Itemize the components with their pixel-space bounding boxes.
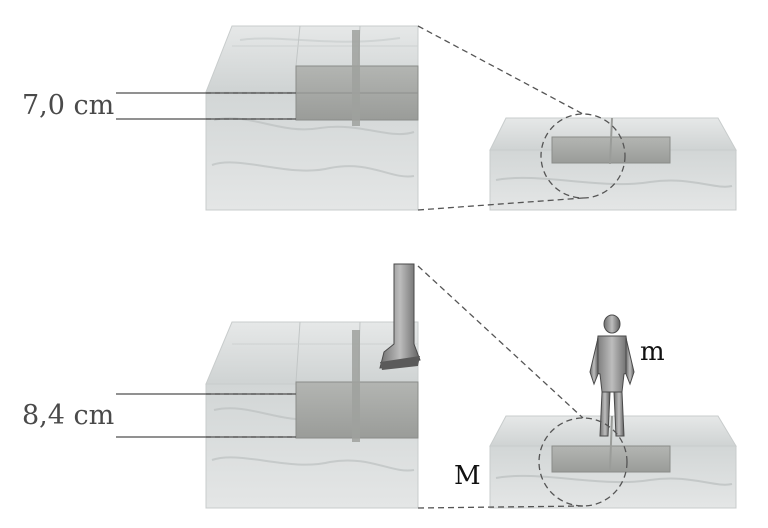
- bottom-zoom-circle: [538, 417, 628, 507]
- top-zoom-connector-upper: [417, 25, 584, 115]
- top-zoom-connector-lower: [417, 197, 584, 211]
- bottom-zoom-connector-upper: [417, 265, 584, 419]
- top-small-ice-slab: [489, 117, 737, 211]
- top-depth-marker: [116, 92, 296, 120]
- bottom-zoom-connector-lower: [417, 505, 584, 509]
- bottom-depth-marker: [116, 393, 296, 438]
- top-depth-label: 7,0 cm: [22, 90, 114, 121]
- bottom-depth-label: 8,4 cm: [22, 400, 114, 431]
- top-submerged-block: [295, 30, 419, 126]
- boot-figure: [379, 263, 421, 370]
- person-mass-label: m: [640, 337, 665, 367]
- bottom-small-ice-slab: [489, 415, 737, 509]
- bottom-panel: 8,4 cm m M: [22, 263, 737, 509]
- block-mass-label: M: [454, 461, 481, 491]
- person-figure: [589, 314, 635, 437]
- bottom-submerged-block: [295, 330, 419, 442]
- top-panel: 7,0 cm: [22, 25, 737, 211]
